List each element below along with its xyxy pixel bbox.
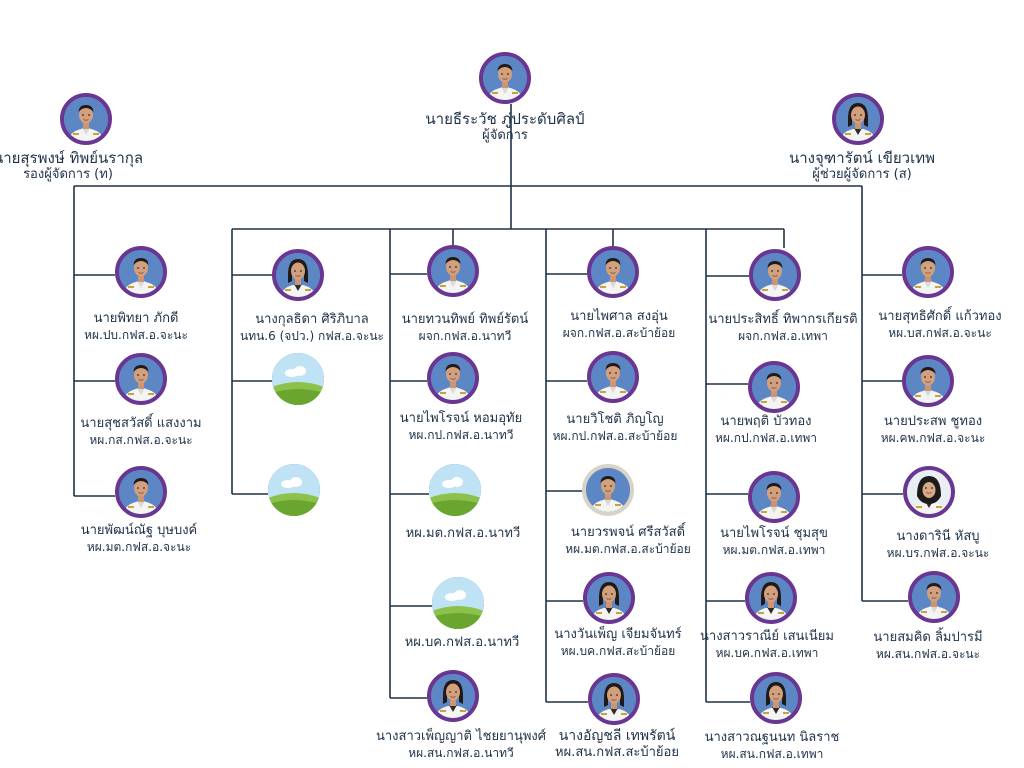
avatar [582, 464, 634, 516]
person-name: นางสาวราณีย์ เสนเนียม [700, 629, 834, 644]
person-title: หผ.กส.กฟส.อ.จะนะ [89, 433, 193, 447]
avatar [902, 246, 954, 298]
avatar [588, 673, 640, 725]
avatar-placeholder [272, 353, 324, 405]
avatar [750, 672, 802, 724]
person-name: นายธีระวัช ภู่ประดับศิลป์ [425, 110, 585, 128]
person-title: หผ.คพ.กฟส.อ.จะนะ [880, 431, 986, 445]
person-title: หผ.มต.กฟส.อ.สะบ้าย้อย [565, 542, 691, 556]
avatar-placeholder [268, 464, 320, 516]
person-name: นายประสิทธิ์ ทิพากรเกียรติ [708, 312, 858, 327]
person-title: หผ.บค.กฟส.อ.นาทวี [404, 635, 520, 650]
person-title: ผจก.กฟส.อ.เทพา [738, 329, 828, 343]
avatar [479, 52, 531, 104]
avatar-placeholder [432, 577, 484, 629]
person-title: หผ.สน.กฟส.สะบ้าย้อย [555, 745, 679, 760]
person-title: หผ.ปบ.กฟส.อ.จะนะ [84, 328, 188, 342]
person-name: นายไพโรจน์ หอมอุทัย [399, 411, 523, 426]
avatar [749, 249, 801, 301]
person-name: นายวรพจน์ ศรีสวัสดิ์ [570, 525, 686, 540]
avatar [115, 466, 167, 518]
avatar [908, 571, 960, 623]
person-title: หผ.มต.กฟส.อ.นาทวี [405, 526, 521, 541]
person-name: นายพิทยา ภักดี [93, 311, 179, 326]
avatar [427, 670, 479, 722]
avatar [587, 246, 639, 298]
avatar [427, 352, 479, 404]
connector-lines [73, 104, 908, 703]
person-title: หผ.มต.กฟส.อ.เทพา [722, 543, 826, 557]
person-name: นางอัญชลี เทพรัตน์ [558, 728, 676, 744]
person-name: นางวันเพ็ญ เจียมจันทร์ [554, 627, 682, 642]
avatar [902, 355, 954, 407]
person-title: ผู้จัดการ [482, 128, 528, 143]
person-title: หผ.บส.กฟส.อ.จะนะ [888, 326, 992, 340]
person-title: หผ.กป.กฟส.อ.เทพา [714, 431, 818, 445]
avatar-placeholder [429, 464, 481, 516]
person-title: หผ.สน.กฟส.อ.จะนะ [875, 647, 981, 661]
person-name: นายไพศาล สงอุ่น [570, 309, 668, 324]
person-title: หผ.สน.กฟส.อ.นาทวี [408, 746, 514, 760]
avatar [115, 353, 167, 405]
avatar [272, 249, 324, 301]
person-name: นางสาวณฐนนท นิลราช [704, 730, 840, 745]
person-title: ผู้ช่วยผู้จัดการ (ส) [812, 167, 912, 182]
avatar [748, 471, 800, 523]
person-title: หผ.กป.กฟส.อ.สะบ้าย้อย [552, 429, 678, 443]
avatar [60, 93, 112, 145]
avatar [427, 245, 479, 297]
person-title: หผ.มต.กฟส.อ.จะนะ [86, 540, 192, 554]
person-name: นายพัฒน์ณัฐ บุษบงค์ [80, 523, 198, 538]
person-name: นางจุฑารัตน์ เขียวเทพ [789, 149, 935, 167]
person-name: นางสาวเพ็ญญาติ ไชยยานุพงศ์ [375, 729, 547, 744]
person-title: ผจก.กฟส.อ.สะบ้าย้อย [562, 326, 676, 340]
person-title: หผ.บค.กฟส.สะบ้าย้อย [560, 644, 676, 658]
person-title: นทน.6 (จปว.) กฟส.อ.จะนะ [239, 329, 384, 343]
person-title: หผ.บค.กฟส.อ.เทพา [715, 646, 819, 660]
person-name: นายพฤติ บัวทอง [720, 414, 812, 429]
avatar [115, 246, 167, 298]
person-name: นายทวนทิพย์ ทิพย์รัตน์ [401, 312, 529, 327]
person-name: นายประสพ ชูทอง [883, 414, 983, 429]
person-name: นายสุชสวัสดิ์ แสงงาม [80, 416, 202, 431]
person-name: นายสมคิด ลิ้มปารมี [873, 630, 983, 645]
person-title: ผจก.กฟส.อ.นาทวี [418, 329, 512, 343]
avatar [748, 361, 800, 413]
avatar [745, 572, 797, 624]
person-name: นางกุลธิดา ศิริภิบาล [255, 312, 369, 327]
avatar [832, 93, 884, 145]
avatar [583, 572, 635, 624]
person-title: หผ.สน.กฟส.อ.เทพา [720, 747, 824, 761]
avatar [587, 351, 639, 403]
avatar [903, 466, 955, 518]
person-name: นายสุทธิศักดิ์ แก้วทอง [878, 309, 1002, 324]
person-title: หผ.กป.กฟส.อ.นาทวี [408, 428, 514, 442]
person-name: นายวิโชติ ภิญโญ [566, 412, 664, 427]
person-name: นางดารินี หัสบู [896, 529, 980, 544]
person-title: หผ.บร.กฟส.อ.จะนะ [886, 546, 990, 560]
person-title: รองผู้จัดการ (ท) [23, 167, 113, 182]
person-name: นายไพโรจน์ ชุมสุข [720, 526, 828, 541]
person-name: นายสุรพงษ์ ทิพย์นรากุล [0, 149, 144, 167]
